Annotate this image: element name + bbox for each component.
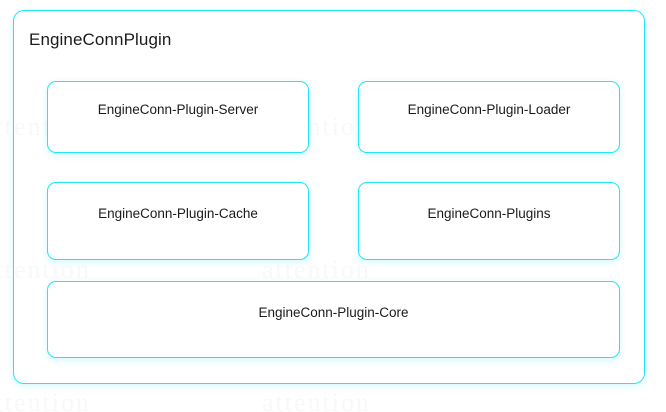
card-engineconn-plugin-cache[interactable]: EngineConn-Plugin-Cache — [47, 182, 309, 260]
card-label: EngineConn-Plugin-Loader — [407, 102, 571, 117]
watermark-text: attention — [0, 388, 91, 412]
engine-conn-plugin-container: EngineConnPlugin EngineConn-Plugin-Serve… — [13, 10, 645, 384]
watermark-text: attention — [262, 388, 371, 412]
card-engineconn-plugin-server[interactable]: EngineConn-Plugin-Server — [47, 81, 309, 153]
card-engineconn-plugin-loader[interactable]: EngineConn-Plugin-Loader — [358, 81, 620, 153]
card-engineconn-plugins[interactable]: EngineConn-Plugins — [358, 182, 620, 260]
card-label: EngineConn-Plugin-Cache — [98, 206, 258, 221]
card-label: EngineConn-Plugins — [427, 206, 551, 221]
card-label: EngineConn-Plugin-Core — [258, 305, 409, 320]
container-title: EngineConnPlugin — [29, 30, 172, 49]
card-label: EngineConn-Plugin-Server — [97, 102, 259, 117]
card-engineconn-plugin-core[interactable]: EngineConn-Plugin-Core — [47, 281, 620, 358]
